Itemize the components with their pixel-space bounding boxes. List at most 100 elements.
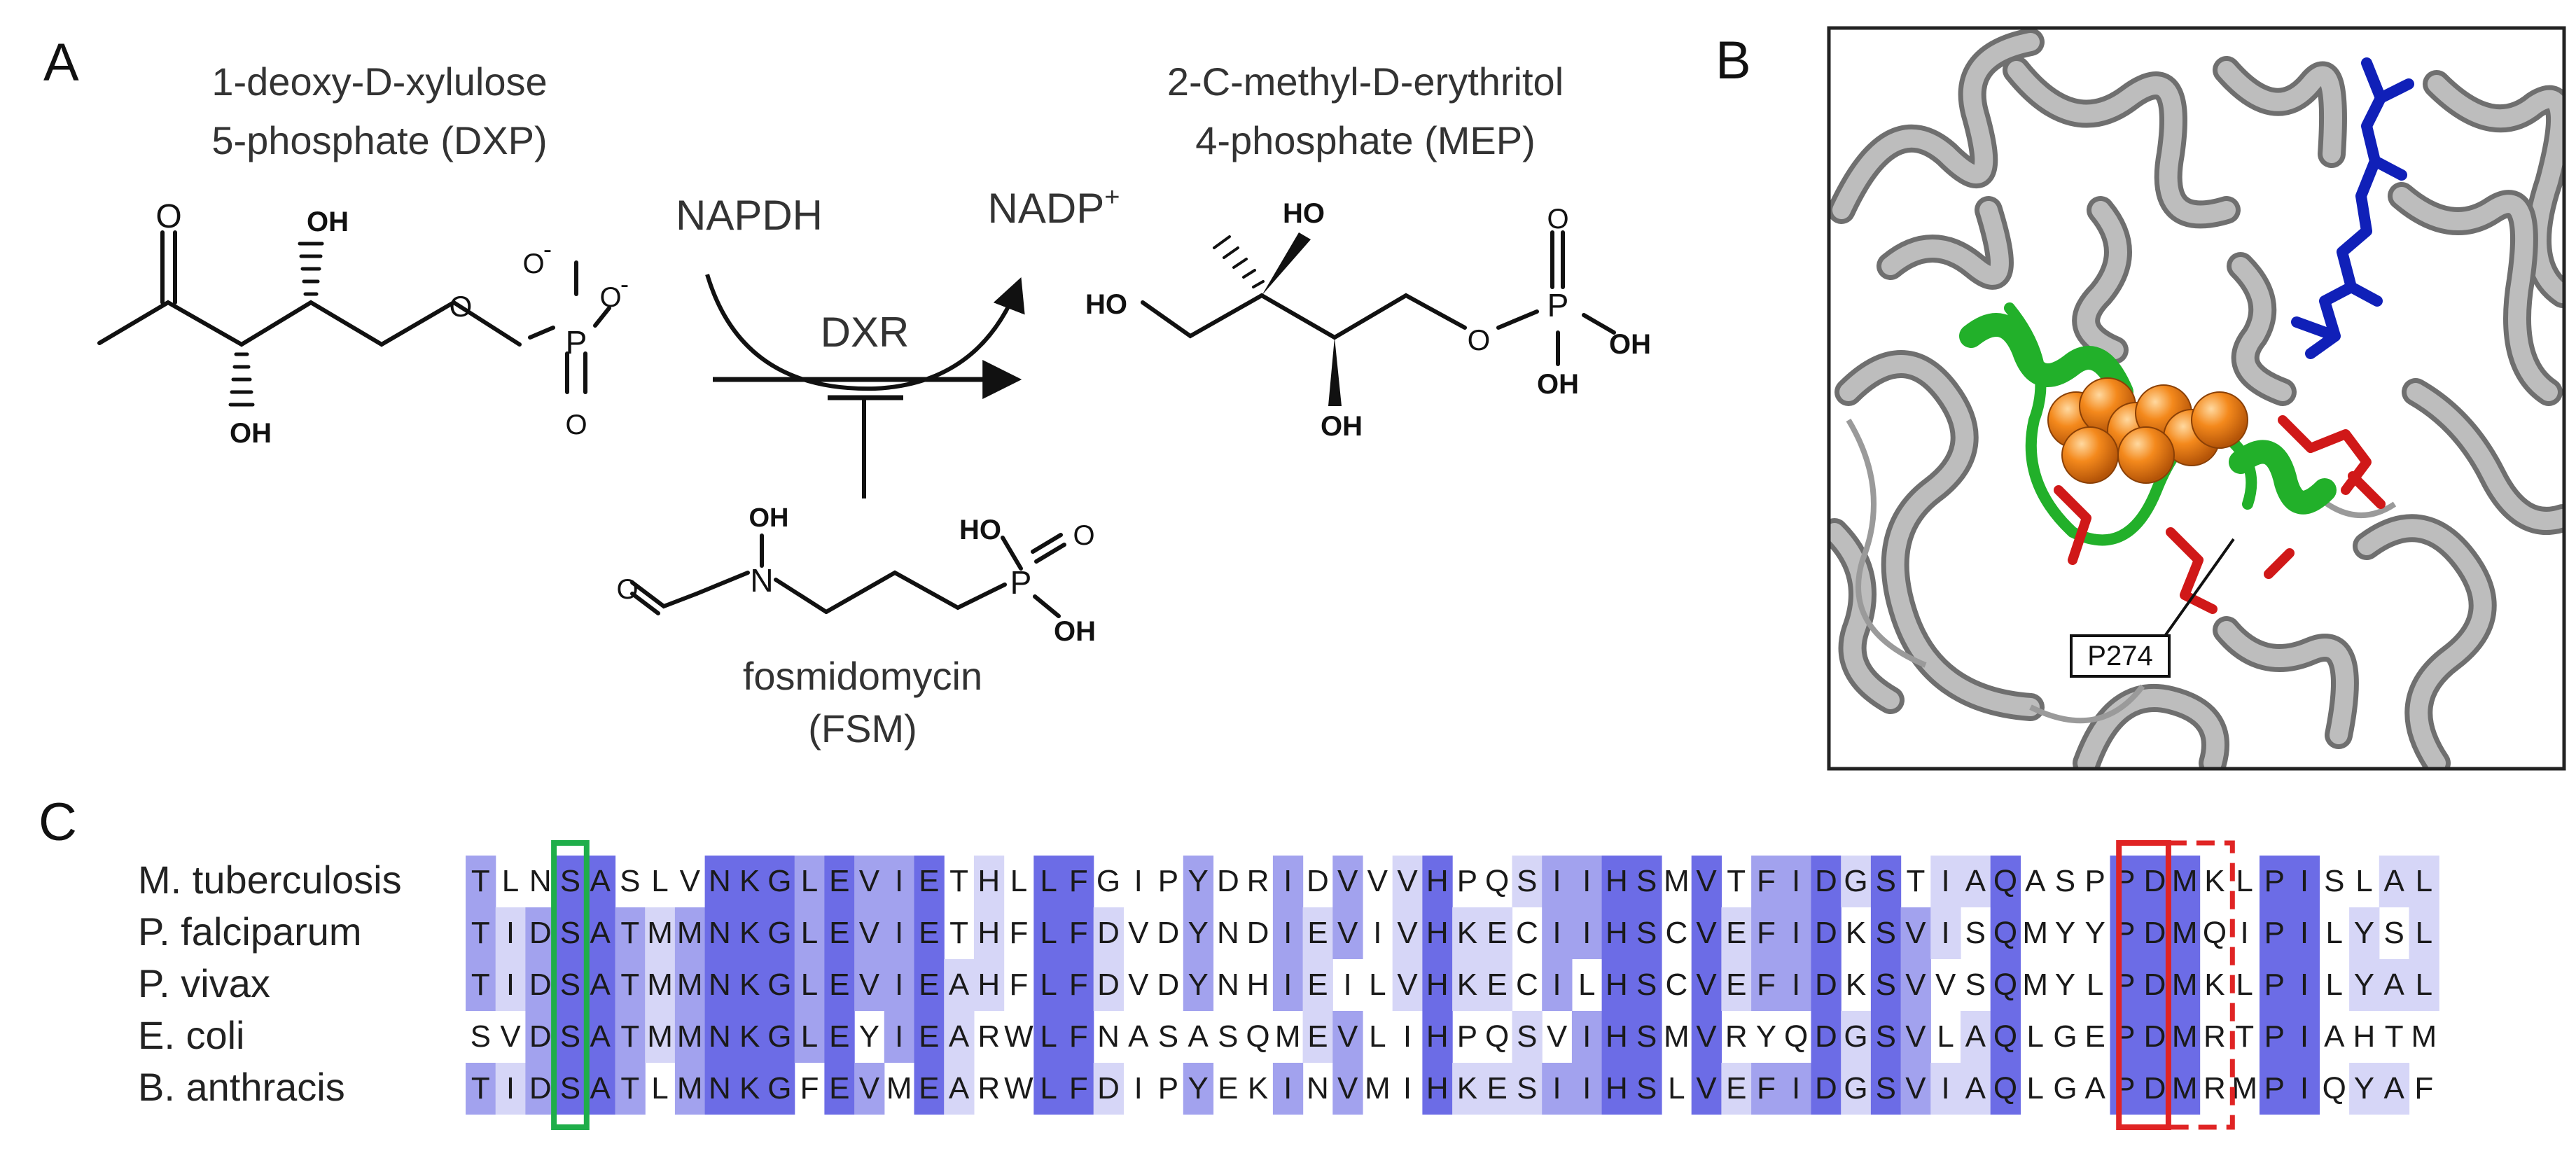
- residue-letter: E: [1726, 916, 1746, 950]
- substrate-name-line-2: 5-phosphate (DXP): [211, 118, 547, 162]
- residue-letter: G: [767, 1071, 791, 1105]
- residue-letter: M: [1275, 1019, 1301, 1054]
- residue-letter: E: [919, 1071, 939, 1105]
- residue-letter: G: [2053, 1071, 2077, 1105]
- residue-letter: S: [560, 968, 580, 1002]
- dm-highlight-box: [2166, 840, 2235, 1130]
- residue-letter: V: [1696, 864, 1717, 898]
- catalytic-residues-sticks: [2054, 415, 2386, 614]
- residue-letter: V: [859, 864, 880, 898]
- residue-letter: M: [677, 916, 703, 950]
- residue-shading: [704, 1063, 735, 1115]
- residue-shading: [674, 1011, 706, 1063]
- residue-shading: [1033, 959, 1064, 1011]
- residue-letter: D: [2144, 1071, 2166, 1105]
- inhibitor-name-line-1: fosmidomycin: [743, 654, 982, 698]
- residue-shading: [674, 1063, 706, 1115]
- residue-letter: F: [1069, 916, 1088, 950]
- residue-shading: [1990, 907, 2021, 959]
- residue-letter: I: [1792, 916, 1800, 950]
- residue-letter: E: [829, 1019, 849, 1054]
- residue-letter: P: [2264, 1019, 2285, 1054]
- residue-letter: L: [1578, 968, 1595, 1002]
- cofactor-curve-arrow: [705, 274, 1025, 391]
- residue-shading: [1571, 856, 1603, 907]
- residue-shading: [2140, 1011, 2171, 1063]
- residue-letter: L: [1040, 916, 1057, 950]
- dxp-ester-o: O: [450, 290, 473, 323]
- residue-letter: Q: [2323, 1071, 2346, 1105]
- panel-a: A 1-deoxy-D-xylulose 5-phosphate (DXP) 2…: [43, 33, 1651, 751]
- residue-letter: Y: [1188, 916, 1208, 950]
- residue-letter: M: [2172, 1019, 2198, 1054]
- protein-structure: P274: [1829, 28, 2564, 769]
- proline-highlight-box: [2116, 840, 2171, 1130]
- residue-letter: L: [2027, 1019, 2044, 1054]
- residue-letter: I: [1134, 1071, 1143, 1105]
- residue-letter: I: [1344, 968, 1352, 1002]
- residue-letter: E: [919, 968, 939, 1002]
- residue-shading: [1512, 1063, 1543, 1115]
- residue-shading: [1422, 1011, 1453, 1063]
- residue-letter: R: [2203, 1071, 2226, 1105]
- residue-letter: V: [1337, 1071, 1358, 1105]
- residue-shading: [585, 1011, 616, 1063]
- cofactor-nadph: NAPDH: [676, 192, 823, 239]
- residue-shading: [2169, 1063, 2201, 1115]
- residue-letter: Y: [1188, 968, 1208, 1002]
- residue-letter: L: [1668, 1071, 1685, 1105]
- residue-shading: [1601, 856, 1632, 907]
- residue-letter: I: [1942, 1071, 1950, 1105]
- residue-letter: H: [1426, 1019, 1449, 1054]
- residue-letter: L: [801, 864, 818, 898]
- residue-shading: [1781, 959, 1812, 1011]
- residue-shading: [765, 1063, 795, 1115]
- residue-shading: [1482, 959, 1513, 1011]
- residue-letter: I: [1792, 864, 1800, 898]
- residue-shading: [2140, 1063, 2171, 1115]
- mep-ho-left: HO: [1085, 289, 1127, 320]
- residue-letter: Y: [2354, 1071, 2374, 1105]
- mep-oh-top: HO: [1283, 198, 1325, 229]
- residue-shading: [1751, 856, 1782, 907]
- residue-letter: N: [1217, 916, 1239, 950]
- residue-letter: A: [590, 916, 611, 950]
- product-name-line-2: 4-phosphate (MEP): [1195, 118, 1536, 162]
- residue-shading: [2379, 959, 2410, 1011]
- residue-shading: [1093, 907, 1124, 959]
- backbone-ribbons: [1829, 28, 2564, 769]
- residue-letter: A: [590, 1019, 611, 1054]
- residue-letter: A: [2324, 1019, 2345, 1054]
- mep-p-oh-right: OH: [1609, 329, 1651, 360]
- residue-shading: [2409, 856, 2439, 907]
- residue-letter: V: [1905, 968, 1926, 1002]
- residue-letter: F: [1757, 968, 1776, 1002]
- residue-letter: L: [1040, 968, 1057, 1002]
- residue-letter: L: [1010, 864, 1027, 898]
- residue-shading: [525, 907, 556, 959]
- residue-shading: [1272, 1063, 1304, 1115]
- residue-shading: [1900, 1063, 1931, 1115]
- residue-letter: I: [2300, 864, 2309, 898]
- residue-letter: N: [709, 864, 731, 898]
- residue-shading: [1961, 1011, 1991, 1063]
- residue-letter: V: [1337, 864, 1358, 898]
- residue-shading: [2289, 907, 2320, 959]
- residue-letter: N: [1307, 1071, 1329, 1105]
- residue-letter: Y: [2055, 916, 2075, 950]
- residue-letter: I: [895, 1019, 903, 1054]
- residue-shading: [2110, 856, 2140, 907]
- residue-shading: [1332, 1011, 1363, 1063]
- residue-letter: A: [590, 1071, 611, 1105]
- residue-letter: L: [2416, 916, 2432, 950]
- residue-letter: R: [2203, 1019, 2226, 1054]
- panel-a-label: A: [43, 33, 79, 92]
- residue-shading: [525, 1011, 556, 1063]
- residue-shading: [1183, 959, 1214, 1011]
- residue-letter: D: [2144, 1019, 2166, 1054]
- residue-shading: [914, 959, 945, 1011]
- residue-letter: E: [1307, 916, 1328, 950]
- residue-letter: S: [2383, 916, 2404, 950]
- dxp-o-minus-right: O: [599, 282, 621, 313]
